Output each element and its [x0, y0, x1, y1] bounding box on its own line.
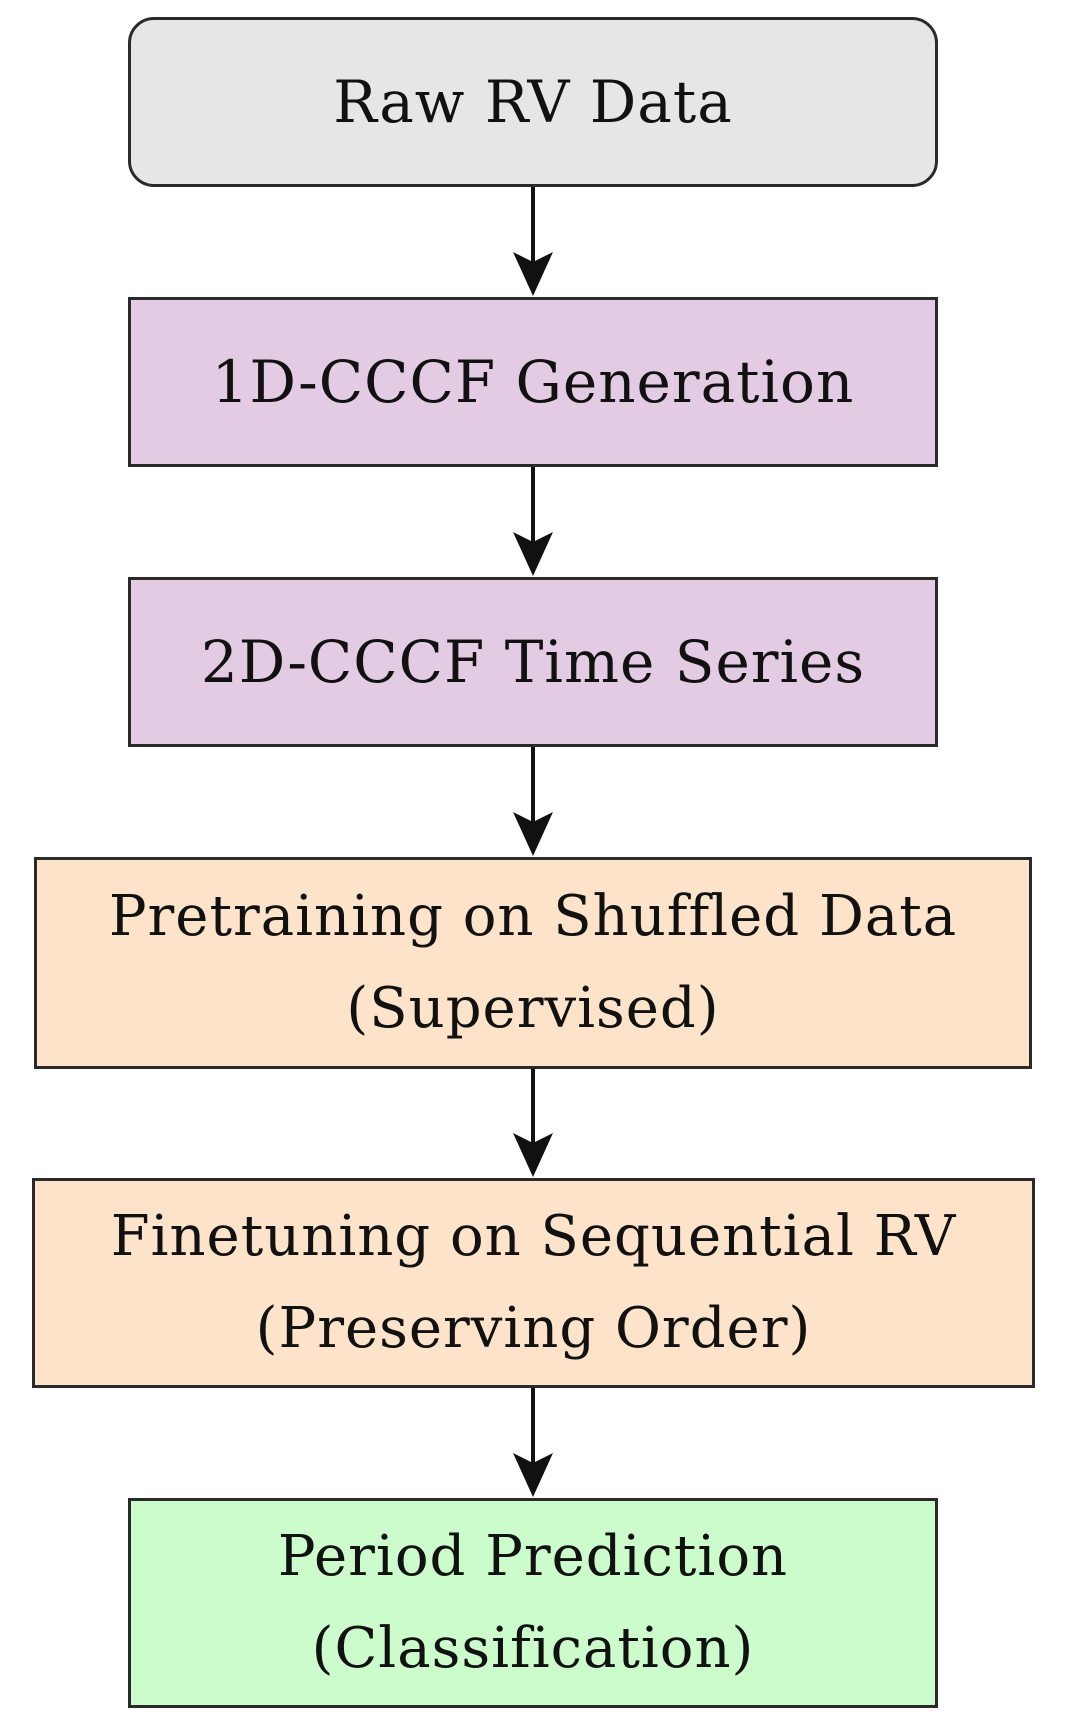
node-raw-rv-data: Raw RV Data [128, 17, 938, 187]
node-2d-cccf-time-series: 2D-CCCF Time Series [128, 577, 938, 747]
node-period-prediction-label-line2: (Classification) [311, 1616, 755, 1681]
node-raw-rv-data-label: Raw RV Data [333, 68, 733, 136]
node-period-prediction-label-line1: Period Prediction [277, 1524, 789, 1589]
node-period-prediction: Period Prediction (Classification) [128, 1498, 938, 1708]
arrow-pretrain-to-finetune [513, 1069, 553, 1177]
arrow-finetune-to-predict [513, 1388, 553, 1497]
node-finetuning-label-line2: (Preserving Order) [255, 1296, 812, 1361]
node-1d-cccf-generation-label: 1D-CCCF Generation [211, 348, 855, 416]
node-pretraining: Pretraining on Shuffled Data (Supervised… [34, 857, 1032, 1069]
node-finetuning-label-line1: Finetuning on Sequential RV [110, 1204, 957, 1269]
node-finetuning: Finetuning on Sequential RV (Preserving … [32, 1178, 1035, 1388]
arrow-1d-to-2d [513, 467, 553, 576]
arrow-raw-to-1d [513, 187, 553, 296]
node-pretraining-label-line2: (Supervised) [346, 976, 720, 1041]
node-1d-cccf-generation: 1D-CCCF Generation [128, 297, 938, 467]
node-2d-cccf-time-series-label: 2D-CCCF Time Series [200, 628, 866, 696]
node-pretraining-label-line1: Pretraining on Shuffled Data [108, 884, 958, 949]
arrow-2d-to-pretrain [513, 747, 553, 856]
